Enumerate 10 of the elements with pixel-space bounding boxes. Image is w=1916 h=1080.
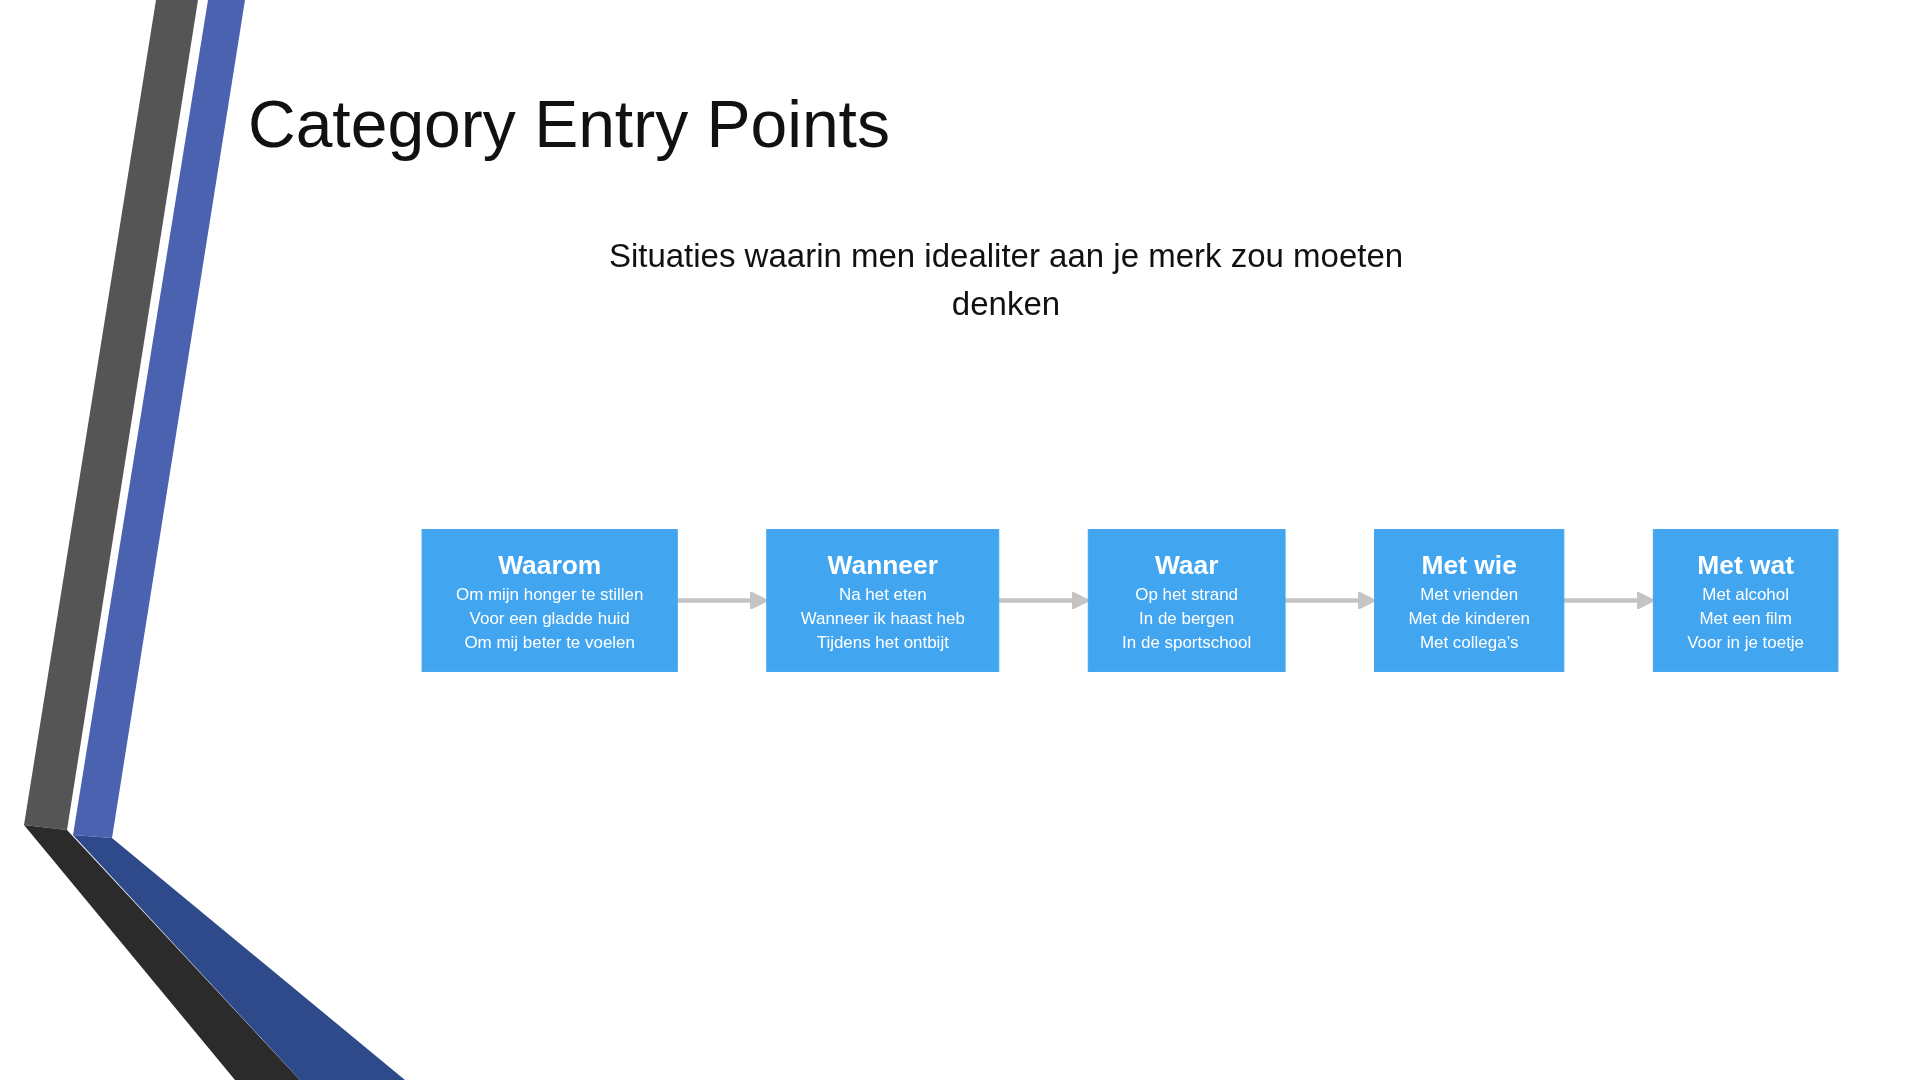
process-box: Waar Op het strand In de bergen In de sportschool: [1087, 528, 1286, 672]
arrow: [998, 590, 1090, 610]
arrow: [1285, 590, 1376, 610]
process-box: Met wat Met alcohol Met een film Voor in je toetje: [1652, 528, 1839, 672]
process-box: Met wie Met vrienden Met de kinderen Met collega’s: [1374, 528, 1565, 672]
arrow: [1563, 590, 1655, 610]
process-box: Waarom Om mijn honger te stillen Voor een gladde huid Om mij beter te voelen: [421, 528, 678, 672]
subtitle: Situaties waarin men idealiter aan je merk zou moeten denken: [607, 236, 1405, 324]
slide-title: Category Entry Points: [248, 86, 890, 163]
process-box: Wanneer Na het eten Wanneer ik haast heb Tijdens het ontbijt: [766, 528, 1000, 672]
